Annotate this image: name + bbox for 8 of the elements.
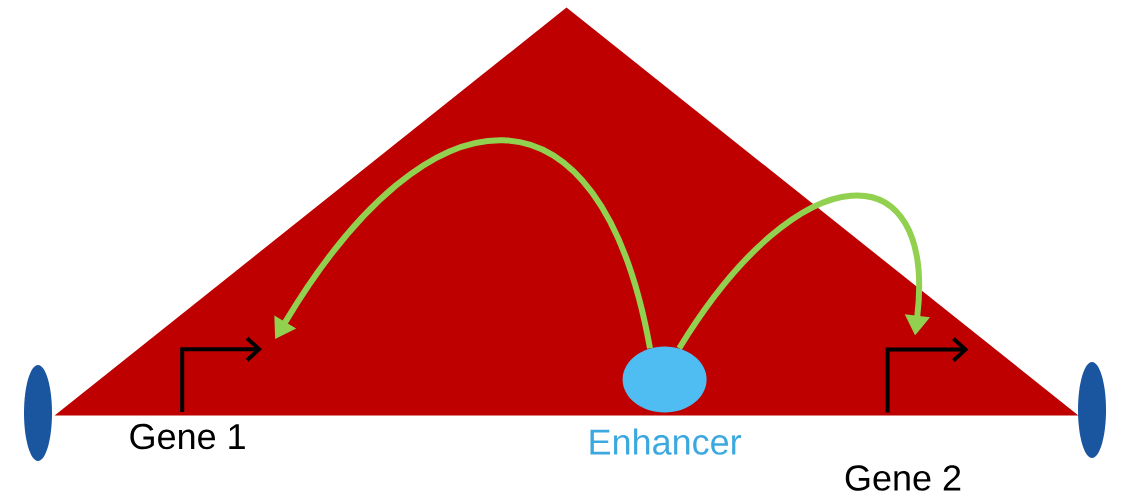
node-label: Enhancer	[590, 428, 742, 455]
boundary-ellipse	[24, 365, 52, 461]
loop-arrow	[274, 137, 653, 349]
node-label: Gene 2	[845, 465, 961, 491]
node-label: Gene 1	[130, 423, 245, 450]
loop-arrow	[676, 192, 931, 350]
boundary-ellipse	[1078, 362, 1106, 458]
tad-triangle	[54, 7, 1079, 416]
